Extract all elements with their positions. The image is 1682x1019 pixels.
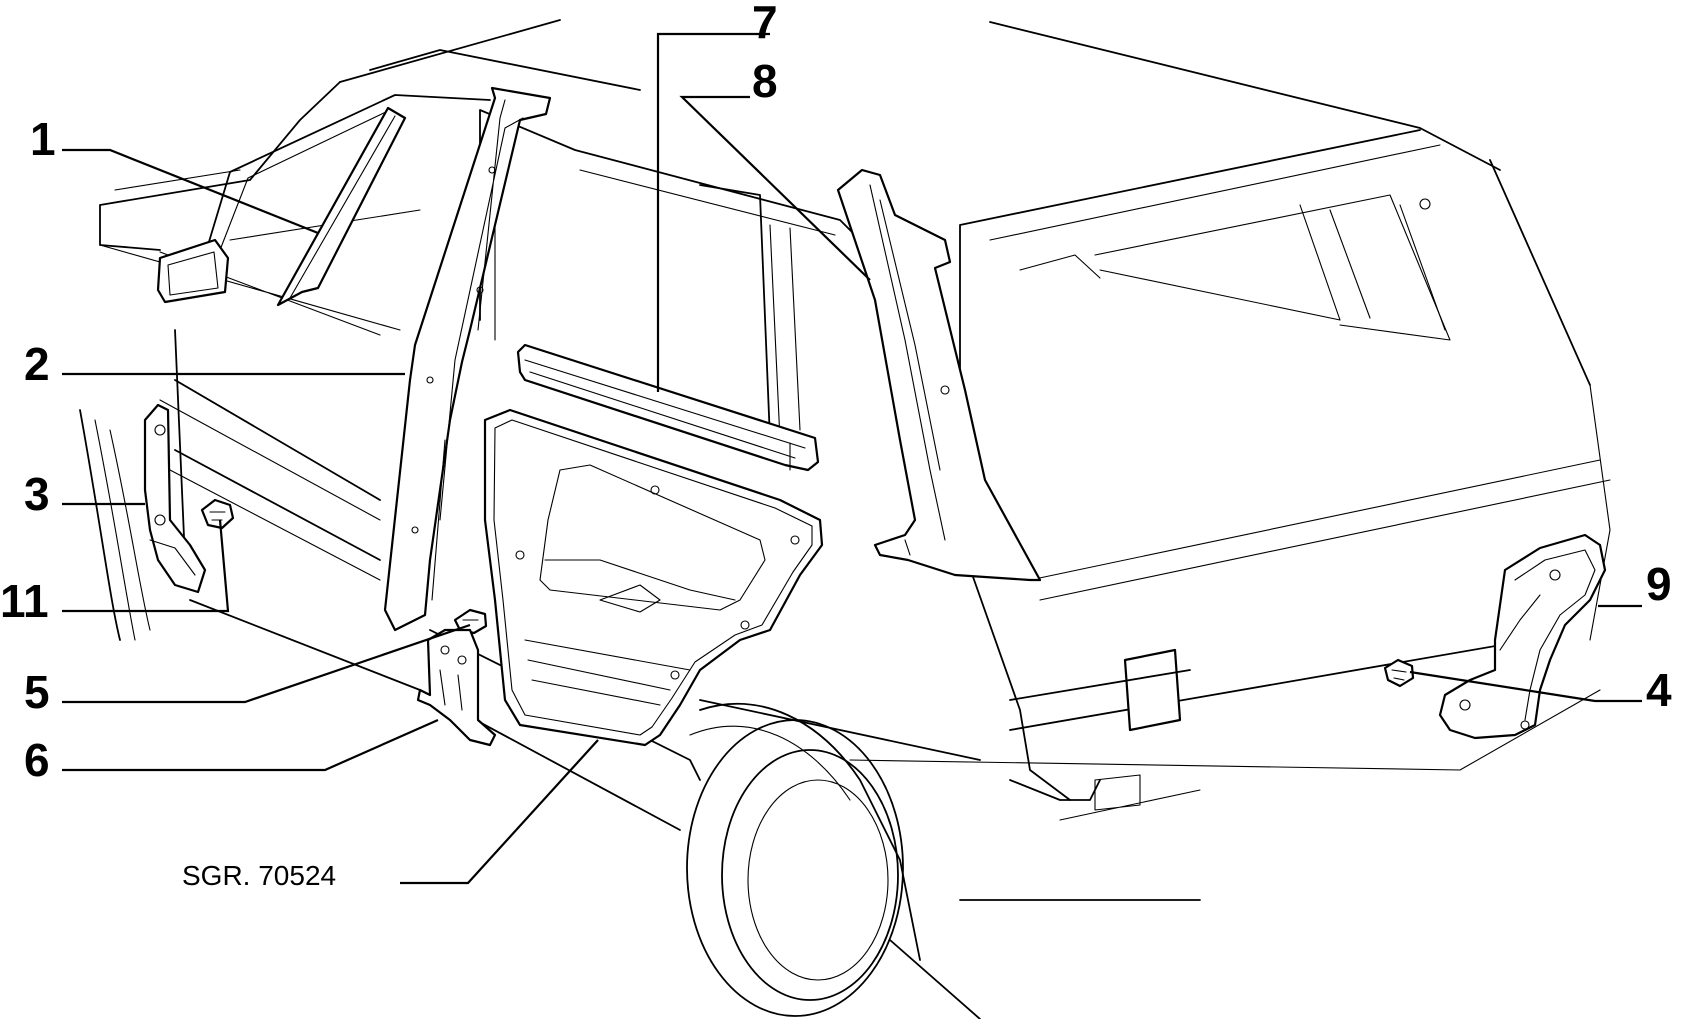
callout-6: 6 [24,734,50,786]
callout-2: 2 [24,338,50,390]
callout-8: 8 [752,55,778,107]
leader-5 [62,623,471,704]
callout-7: 7 [752,0,778,48]
callout-3: 3 [24,468,50,520]
leader-ref [400,739,599,885]
leader-lines [62,32,1642,885]
part-2-b-pillar-trim [383,86,552,632]
callout-11: 11 [0,575,49,627]
part-4-screw [1383,658,1415,688]
part-9-rear-bracket [1438,533,1607,740]
part-7-window-seal [516,343,820,472]
callout-1: 1 [30,113,56,165]
part-6-door-bracket [416,628,497,747]
car-body-outline [79,19,1611,1019]
leader-1 [62,148,319,235]
part-8-c-pillar-trim [836,168,1042,582]
part-11-screw [200,498,235,530]
leader-4 [1409,670,1642,703]
part-3-front-bracket [143,403,207,594]
callout-5: 5 [24,666,50,718]
callout-9: 9 [1646,558,1672,610]
leader-11 [62,519,230,613]
leader-6 [62,718,439,772]
leader-7 [656,32,770,392]
reference-code: SGR. 70524 [182,860,336,891]
callout-labels: 1 2 3 4 5 6 7 8 9 11 SGR. 70524 [0,0,1672,891]
leader-8 [679,95,871,281]
door-trim-panel [483,408,824,747]
callout-4: 4 [1646,664,1672,716]
part-1-window-trim [276,106,407,307]
